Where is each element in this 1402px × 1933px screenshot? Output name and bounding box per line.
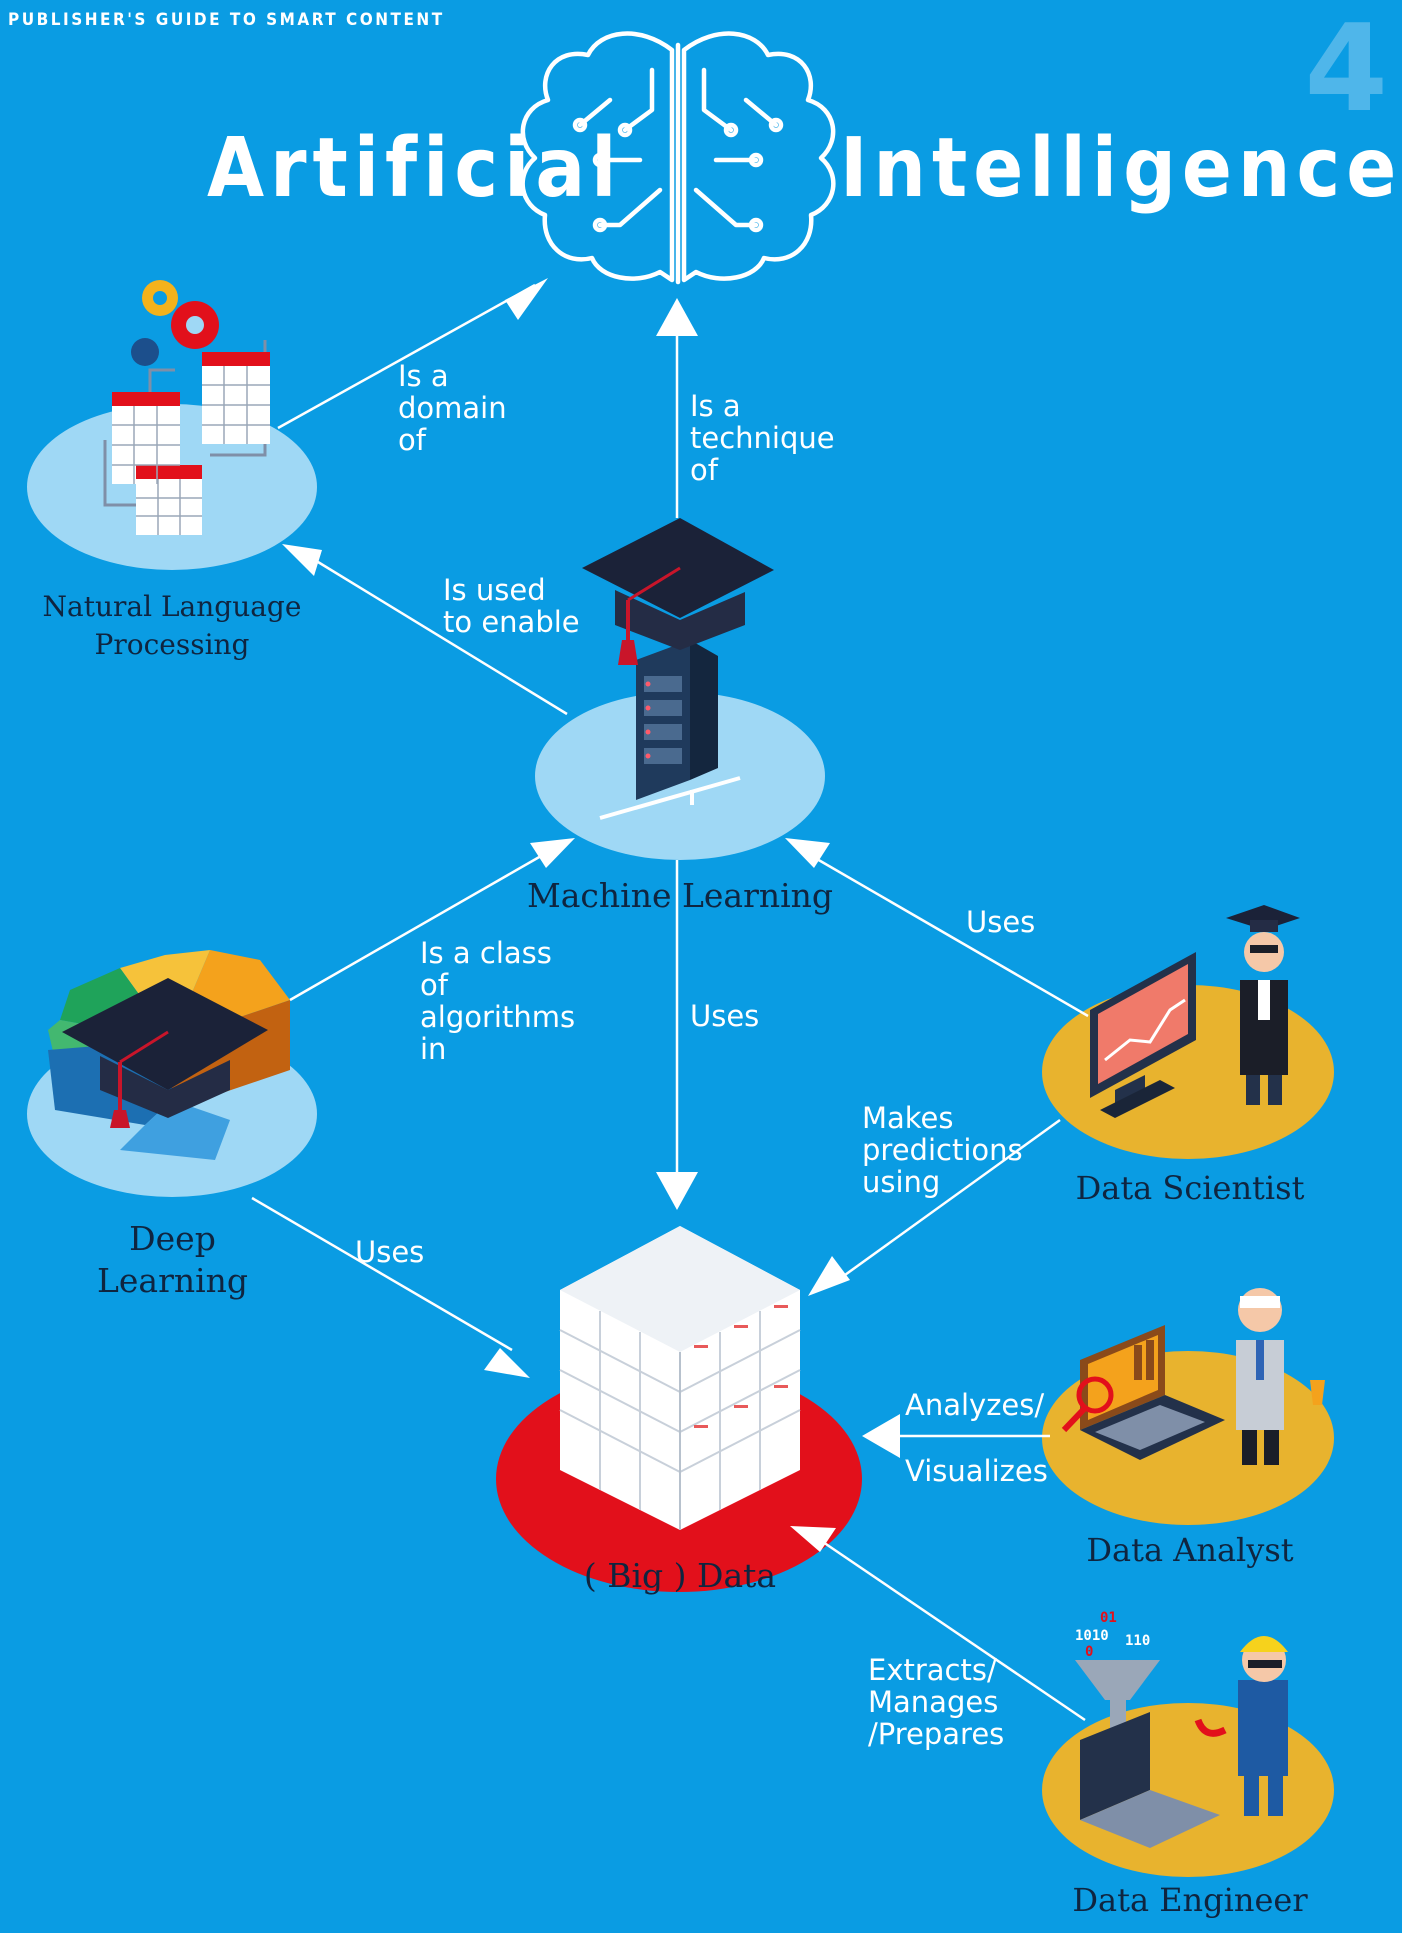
title-intelligence: Intelligence bbox=[840, 121, 1402, 216]
node-label-scientist: Data Scientist bbox=[1075, 1169, 1305, 1207]
node-label-dl: Deep Learning bbox=[96, 1219, 249, 1300]
edge-dl-ml bbox=[289, 850, 549, 1002]
engineer-funnel-icon: 1010 01 110 0 bbox=[1075, 1610, 1288, 1848]
diagram-graphics: 1010 01 110 0 bbox=[27, 31, 1334, 1877]
svg-text:110: 110 bbox=[1125, 1633, 1150, 1649]
edge-scientist-ml bbox=[809, 853, 1089, 1018]
title-artificial: Artificial bbox=[207, 121, 623, 216]
arrowhead-data-left bbox=[484, 1348, 530, 1378]
node-label-ml: Machine Learning bbox=[526, 876, 834, 915]
svg-text:1010: 1010 bbox=[1075, 1628, 1109, 1644]
infographic: PUBLISHER'S GUIDE TO SMART CONTENT 4 Art… bbox=[8, 10, 1396, 1920]
edge-label-ml-data: Uses bbox=[690, 999, 760, 1033]
edge-engineer-data bbox=[819, 1538, 1086, 1722]
svg-text:0: 0 bbox=[1085, 1644, 1093, 1660]
edge-label-scientist-data: Makes predictions using bbox=[862, 1101, 1023, 1199]
edge-scientist-data bbox=[837, 1118, 1061, 1282]
arrowhead-ml-left bbox=[530, 838, 575, 868]
brain-circuit-icon bbox=[520, 31, 836, 285]
edge-label-scientist-ml: Uses bbox=[966, 905, 1036, 939]
node-label-big-data: ( Big ) Data bbox=[583, 1556, 777, 1595]
arrowhead-nlp bbox=[282, 544, 322, 576]
graduation-cap-server-icon bbox=[582, 518, 774, 820]
page-number: 4 bbox=[1304, 0, 1389, 139]
edge-label-analyst-data-2: Visualizes bbox=[905, 1454, 1048, 1488]
scientist-monitor-icon bbox=[1090, 905, 1300, 1118]
arrowhead-data-upper-right bbox=[808, 1256, 850, 1296]
edge-label-engineer-data: Extracts/ Manages /Prepares bbox=[868, 1653, 1005, 1751]
arrowhead-ai-bottom bbox=[656, 298, 698, 336]
edge-ml-nlp bbox=[317, 560, 568, 716]
node-label-nlp: Natural Language Processing bbox=[42, 590, 302, 661]
edge-dl-data bbox=[251, 1196, 513, 1352]
node-label-engineer: Data Engineer bbox=[1072, 1881, 1308, 1919]
edge-label-nlp-ai: Is a domain of bbox=[398, 359, 507, 457]
documents-stack-icon bbox=[559, 1226, 801, 1530]
edge-nlp-ai bbox=[277, 283, 536, 430]
edge-label-analyst-data-1: Analyzes/ bbox=[905, 1388, 1045, 1422]
analyst-laptop-icon bbox=[1061, 1288, 1325, 1465]
gears-tables-icon bbox=[103, 280, 270, 535]
arrowhead-data-lower-right bbox=[790, 1526, 836, 1552]
edge-label-ml-nlp: Is used to enable bbox=[443, 573, 580, 639]
node-label-analyst: Data Analyst bbox=[1086, 1531, 1294, 1569]
svg-text:01: 01 bbox=[1100, 1610, 1117, 1626]
pie-chart-cap-icon bbox=[48, 950, 290, 1160]
arrowhead-ml-right bbox=[785, 838, 830, 868]
edge-label-ml-ai: Is a technique of bbox=[690, 389, 835, 487]
arrowhead-data-right bbox=[862, 1414, 900, 1458]
arrowhead-ai-left bbox=[505, 278, 548, 320]
publication-header: PUBLISHER'S GUIDE TO SMART CONTENT bbox=[8, 10, 445, 30]
edge-label-dl-data: Uses bbox=[355, 1235, 425, 1269]
edge-label-dl-ml: Is a class of algorithms in bbox=[420, 936, 576, 1066]
arrowhead-data-top bbox=[656, 1172, 698, 1210]
